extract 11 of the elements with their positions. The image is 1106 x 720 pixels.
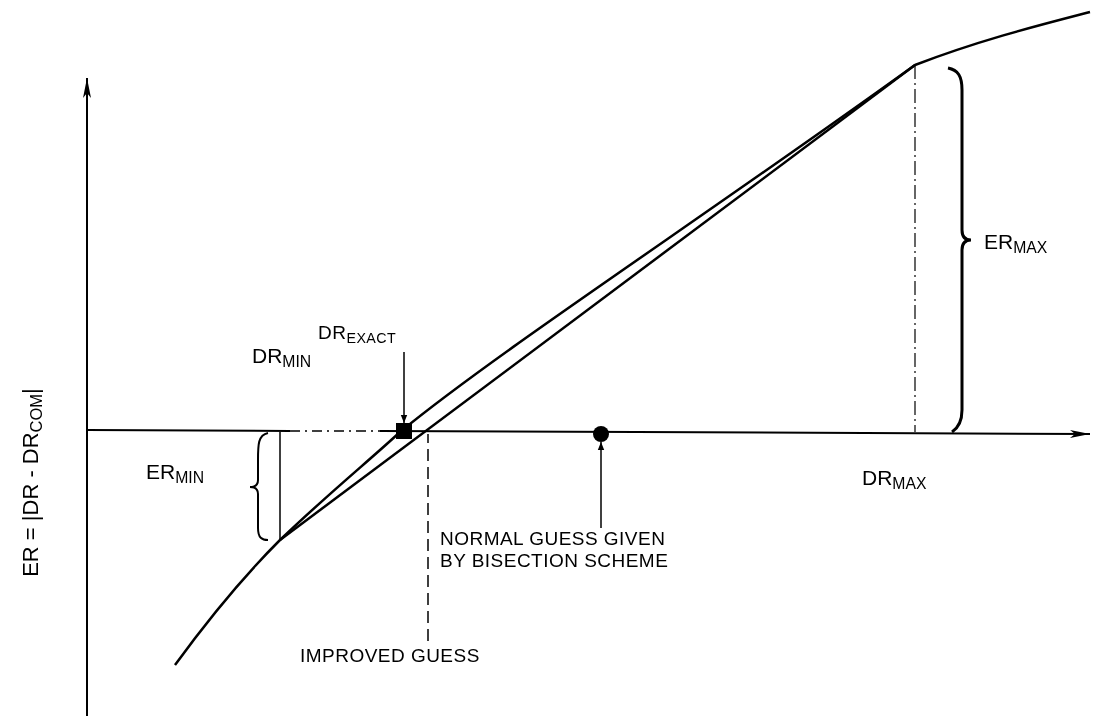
annotation-text: NORMAL GUESS GIVEN BY BISECTION SCHEME [440,528,670,572]
bracket-label: ER$_{MIN}$ [146,459,205,488]
arrow [597,441,605,529]
annotation-text: DR$_{EXACT}$ [318,322,398,344]
square-marker [396,423,412,439]
arrow [400,351,408,424]
leader-line [427,433,429,642]
bracket-label: ER$_{MAX}$ [984,229,1048,258]
annotation-text: IMPROVED GUESS [300,645,481,667]
axis-value-label: DR$_{MIN}$ [252,343,312,372]
axis-value-label: DR$_{MAX}$ [862,465,927,494]
